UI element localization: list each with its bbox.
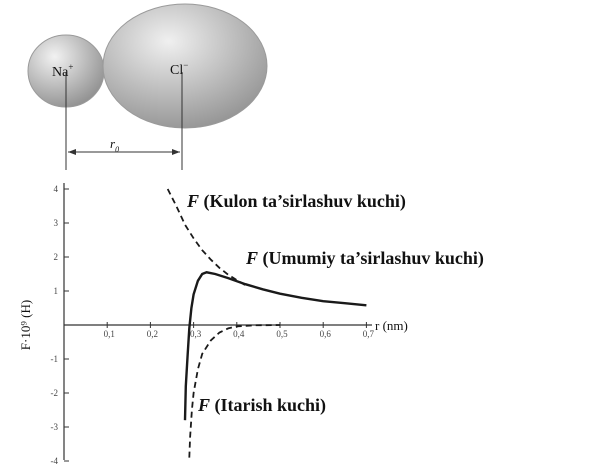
repulsion-curve: [188, 324, 281, 458]
coulomb-curve: [166, 188, 246, 286]
y-tick-label: -2: [51, 388, 59, 398]
repulsion-annotation: F (Itarish kuchi): [197, 395, 326, 416]
y-tick-label: -4: [51, 456, 59, 466]
y-tick-label: 3: [54, 218, 59, 228]
distance-arrow-right-head: [172, 149, 180, 155]
x-tick-label: 0,1: [104, 329, 115, 339]
chlorine-ion: [102, 3, 268, 129]
series-layer: [166, 188, 367, 458]
x-tick-label: 0,4: [233, 329, 245, 339]
y-axis-label: F·10⁹ (H): [18, 300, 33, 350]
distance-arrow-left-head: [68, 149, 76, 155]
y-tick-label: 2: [54, 252, 59, 262]
y-tick-label: -1: [51, 354, 59, 364]
y-tick-label: 4: [54, 184, 59, 194]
x-axis-label: r (nm): [375, 318, 408, 333]
x-tick-label: 0,7: [363, 329, 375, 339]
total-annotation: F (Umumiy ta’sirlashuv kuchi): [245, 248, 484, 269]
axis-ticks: 0,1 0,2 0,3 0,4 0,5 0,6 0,7 4 3 2 1 -1 -2 -3 -4: [51, 184, 375, 466]
x-tick-label: 0,6: [320, 329, 332, 339]
sodium-label: Na+: [52, 62, 73, 80]
x-tick-label: 0,3: [190, 329, 202, 339]
y-tick-label: -3: [51, 422, 59, 432]
x-tick-label: 0,2: [147, 329, 158, 339]
y-tick-label: 1: [54, 286, 59, 296]
total-curve: [183, 271, 367, 421]
chlorine-label: Cl−: [170, 60, 188, 78]
x-tick-label: 0,5: [276, 329, 288, 339]
distance-label: r0: [110, 136, 119, 154]
coulomb-annotation: F (Kulon ta’sirlashuv kuchi): [186, 191, 406, 212]
